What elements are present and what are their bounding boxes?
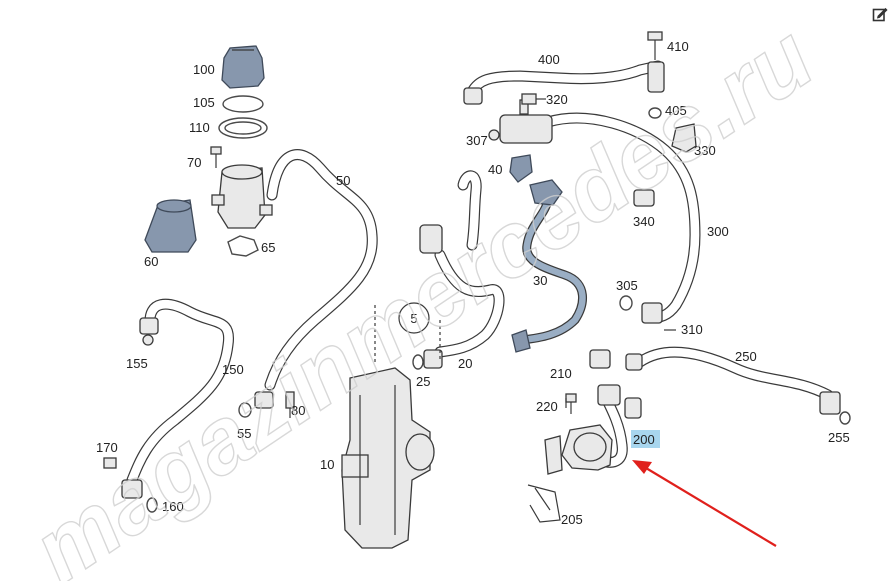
part-filler-neck: [211, 164, 273, 229]
label-250: 250: [735, 349, 757, 364]
part-155-connector: [139, 317, 159, 346]
label-65: 65: [261, 240, 275, 255]
label-255: 255: [828, 430, 850, 445]
label-330: 330: [694, 143, 716, 158]
part-307-valve: [488, 99, 553, 144]
label-10: 10: [320, 457, 334, 472]
part-pump-connector: [419, 224, 443, 254]
label-320: 320: [546, 92, 568, 107]
label-200[interactable]: 200: [633, 432, 655, 447]
part-100-cap: [221, 45, 265, 89]
part-70-bolt: [210, 146, 222, 168]
label-110: 110: [189, 120, 210, 135]
part-405-ring: [648, 107, 662, 119]
label-100: 100: [193, 62, 215, 77]
part-400-ends: [463, 61, 665, 105]
edit-icon[interactable]: [872, 6, 888, 22]
hose-400: [466, 60, 664, 98]
label-410: 410: [667, 39, 689, 54]
label-20: 20: [458, 356, 472, 371]
label-40: 40: [488, 162, 502, 177]
part-250-start: [625, 353, 643, 371]
hose-20: [434, 170, 505, 358]
part-60-flange: [144, 199, 197, 253]
part-340-connector: [633, 189, 655, 207]
callout-circle-5: [398, 302, 430, 334]
part-25: [412, 349, 443, 370]
part-410-screw: [647, 31, 663, 60]
part-320-screw: [521, 93, 546, 105]
label-150: 150: [222, 362, 244, 377]
label-300: 300: [707, 224, 729, 239]
label-310: 310: [681, 322, 703, 337]
watermark: magazinmercedes.ru: [15, 6, 831, 581]
label-220: 220: [536, 399, 558, 414]
hose-200-pipe: [594, 386, 628, 468]
hose-250: [634, 346, 834, 401]
part-305-310: [619, 295, 676, 331]
label-50: 50: [336, 173, 350, 188]
label-55: 55: [237, 426, 251, 441]
hose-50: [264, 149, 378, 391]
label-80: 80: [291, 403, 305, 418]
part-105-ring: [222, 95, 264, 113]
label-340: 340: [633, 214, 655, 229]
hose-300: [542, 112, 701, 324]
label-205: 205: [561, 512, 583, 527]
label-5: 5: [410, 311, 417, 326]
label-25: 25: [416, 374, 430, 389]
part-200-pump: [544, 384, 642, 475]
part-220-bolt: [565, 393, 577, 414]
part-65-gasket: [227, 235, 259, 257]
label-160: 160: [162, 499, 184, 514]
part-10-module: [341, 305, 441, 549]
pipe-30: [511, 179, 587, 353]
part-210-connector: [589, 349, 611, 369]
label-70: 70: [187, 155, 201, 170]
label-30: 30: [533, 273, 547, 288]
label-307: 307: [466, 133, 488, 148]
label-305: 305: [616, 278, 638, 293]
red-arrow: [632, 460, 777, 547]
label-170: 170: [96, 440, 118, 455]
hose-150: [126, 298, 235, 486]
part-205-bracket: [527, 484, 561, 523]
part-55-80: [238, 391, 295, 418]
label-155: 155: [126, 356, 148, 371]
part-330-clip: [671, 123, 697, 153]
callout-labels: 5 10 20 25 30 40 50 55 60 65 70 80 100 1…: [96, 39, 850, 527]
label-105: 105: [193, 95, 215, 110]
label-400: 400: [538, 52, 560, 67]
part-110-ring: [218, 117, 268, 139]
label-60: 60: [144, 254, 158, 269]
label-405: 405: [665, 103, 687, 118]
part-255-connector: [819, 391, 851, 425]
part-40-bracket: [509, 154, 533, 183]
highlight-200: [631, 430, 660, 448]
label-210: 210: [550, 366, 572, 381]
part-170-160: [103, 457, 158, 513]
